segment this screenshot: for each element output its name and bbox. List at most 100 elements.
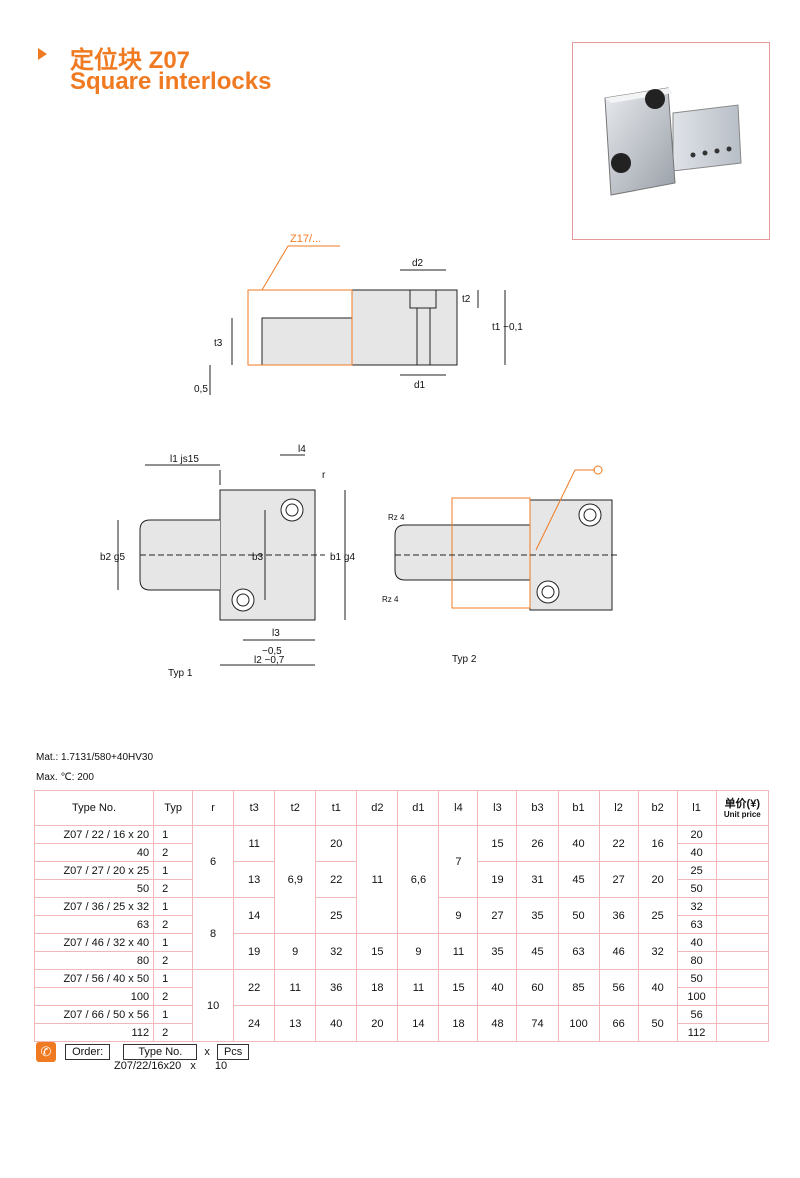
type-cell: 63: [33, 915, 155, 934]
b1-cell: 45: [557, 861, 600, 898]
table-row: 100 2 100: [33, 987, 770, 1006]
type-cell: Z07 / 27 / 20 x 25: [33, 861, 155, 880]
header-cell: Type No.: [33, 790, 155, 826]
typ-cell: 1: [153, 1005, 194, 1024]
price-cell: [715, 1005, 770, 1024]
typ-cell: 2: [153, 843, 194, 862]
product-photo: [572, 42, 770, 240]
typ-cell: 1: [153, 861, 194, 880]
l4-cell: 11: [438, 933, 479, 970]
order-section: ✆ Order: Type No. x Pcs: [36, 1042, 250, 1062]
b1-cell: 63: [557, 933, 600, 970]
dim-r: r: [322, 470, 326, 481]
header-cell: b3: [516, 790, 559, 826]
t1-cell: 36: [315, 969, 358, 1006]
l4-cell: 7: [438, 825, 479, 898]
t1-cell: 40: [315, 1005, 358, 1042]
l2-cell: 27: [598, 861, 639, 898]
dim-t3: t3: [214, 338, 223, 349]
d1-cell: 6,6: [397, 825, 440, 934]
r-cell: 8: [192, 897, 235, 970]
l4-cell: 18: [438, 1005, 479, 1042]
t3-cell: 19: [233, 933, 276, 970]
b2-cell: 50: [637, 1005, 678, 1042]
example-type: Z07/22/16x20: [114, 1060, 182, 1072]
typ-cell: 2: [153, 1023, 194, 1042]
b1-cell: 40: [557, 825, 600, 862]
typ-cell: 2: [153, 951, 194, 970]
header-cell: r: [192, 790, 235, 826]
b2-cell: 16: [637, 825, 678, 862]
type-cell: Z07 / 46 / 32 x 40: [33, 933, 155, 952]
header-cell: b1: [557, 790, 600, 826]
b2-cell: 20: [637, 861, 678, 898]
b3-cell: 74: [516, 1005, 559, 1042]
type-cell: 100: [33, 987, 155, 1006]
l1-cell: 20: [676, 825, 717, 844]
typ-cell: 1: [153, 897, 194, 916]
header-cell: d2: [356, 790, 399, 826]
l1-cell: 32: [676, 897, 717, 916]
dim-l2: l2 −0,7: [254, 655, 285, 666]
header-cell: d1: [397, 790, 440, 826]
dim-t2: t2: [462, 294, 471, 305]
l3-cell: 48: [477, 1005, 518, 1042]
header-cell: t2: [274, 790, 317, 826]
dim-t1: t1 −0,1: [492, 322, 523, 333]
type-cell: Z07 / 66 / 50 x 56: [33, 1005, 155, 1024]
table-row: Z07 / 56 / 40 x 50 1 10 22 11 36 18 11 1…: [33, 969, 770, 1042]
b3-cell: 45: [516, 933, 559, 970]
dim-l4: l4: [298, 444, 306, 455]
price-cell: [715, 933, 770, 952]
dim-gap: 0,5: [194, 384, 208, 395]
price-cell: [715, 969, 770, 988]
header-cell: l3: [477, 790, 518, 826]
l4-cell: 15: [438, 969, 479, 1006]
d2-cell: 18: [356, 969, 399, 1006]
price-cell: [715, 915, 770, 934]
l2-cell: 22: [598, 825, 639, 862]
t1-cell: 32: [315, 933, 358, 970]
l1-cell: 25: [676, 861, 717, 880]
l1-cell: 40: [676, 933, 717, 952]
l2-cell: 36: [598, 897, 639, 934]
t1-cell: 22: [315, 861, 358, 898]
b1-cell: 50: [557, 897, 600, 934]
header-cell: t1: [315, 790, 358, 826]
z17-label: Z17/...: [290, 233, 321, 245]
price-cell: [715, 951, 770, 970]
typ-cell: 1: [153, 933, 194, 952]
typ-cell: 1: [153, 969, 194, 988]
l3-cell: 27: [477, 897, 518, 934]
b3-cell: 35: [516, 897, 559, 934]
l3-cell: 15: [477, 825, 518, 862]
page-title-en: Square interlocks: [70, 68, 272, 95]
b3-cell: 31: [516, 861, 559, 898]
technical-drawing: Z17/... d2 t2 t1 −0,1 t3 d1 0,5 l1 js15 …: [100, 233, 620, 679]
header-cell: l1: [676, 790, 717, 826]
l1-cell: 80: [676, 951, 717, 970]
header-cell: l4: [438, 790, 479, 826]
type-cell: 112: [33, 1023, 155, 1042]
l1-cell: 50: [676, 879, 717, 898]
type-cell: 40: [33, 843, 155, 862]
unit-price-header: 单价(¥) Unit price: [715, 790, 770, 826]
price-cell: [715, 861, 770, 880]
t2-cell: 13: [274, 1005, 317, 1042]
unit-price-cn: 单价(¥): [724, 797, 761, 810]
header-cell: b2: [637, 790, 678, 826]
l4-cell: 9: [438, 897, 479, 934]
t2-cell: 6,9: [274, 825, 317, 934]
price-cell: [715, 825, 770, 844]
table-row: Z07 / 46 / 32 x 40 1 19 9 32 15 9 11 35 …: [33, 933, 770, 970]
t3-cell: 11: [233, 825, 276, 862]
header-cell: l2: [598, 790, 639, 826]
b3-cell: 26: [516, 825, 559, 862]
l1-cell: 63: [676, 915, 717, 934]
dim-b3: b3: [252, 552, 264, 563]
b2-cell: 40: [637, 969, 678, 1006]
r-cell: 6: [192, 825, 235, 898]
type-cell: 50: [33, 879, 155, 898]
page-title-cn: 定位块 Z07: [70, 47, 191, 74]
d1-cell: 9: [397, 933, 440, 970]
